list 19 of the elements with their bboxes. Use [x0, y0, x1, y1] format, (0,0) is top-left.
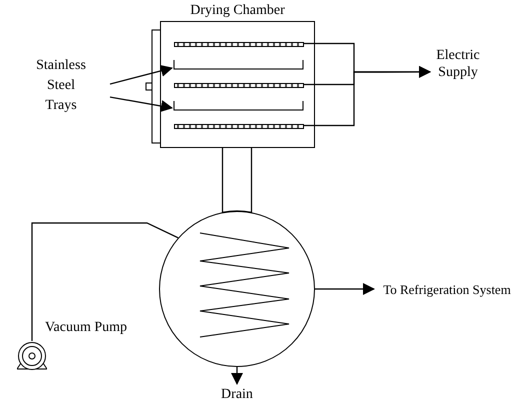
heating-plate [174, 83, 304, 88]
tray-rail [173, 101, 304, 111]
label-text: To Refrigeration System [383, 280, 511, 298]
label-text: Electric Supply [435, 47, 481, 81]
leader-line [110, 64, 173, 85]
arrow [315, 283, 375, 295]
heating-plate [174, 124, 304, 129]
caption-text: Vacuum Pump [45, 319, 128, 336]
label-text: Drain [221, 386, 253, 402]
arrow [303, 66, 431, 126]
chamber-heading: Drying Chamber [189, 2, 286, 19]
arrow [231, 367, 243, 385]
condenser-drawing [159, 211, 315, 367]
tray-rail [173, 60, 304, 70]
label-text: Stainless Steel Trays [35, 57, 87, 115]
pipe [222, 147, 252, 213]
heating-plate [174, 42, 304, 47]
leader-line [110, 96, 173, 112]
pipe-line [31, 222, 178, 341]
